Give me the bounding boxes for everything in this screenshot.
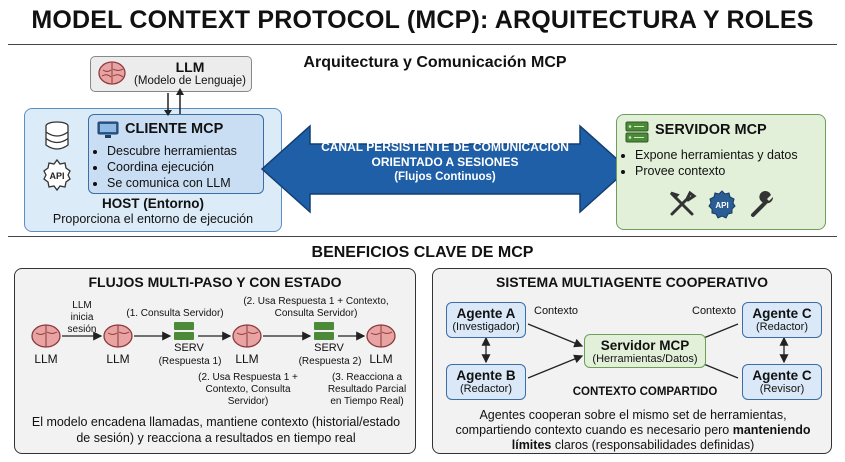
multistep-panel bbox=[14, 268, 416, 454]
llm-subtitle: (Modelo de Lenguaje) bbox=[134, 75, 246, 87]
server-icon-2 bbox=[314, 322, 334, 340]
server-api-label: API bbox=[715, 201, 728, 210]
server-title: SERVIDOR MCP bbox=[655, 122, 767, 138]
agent-c-revisor-role: (Revisor) bbox=[759, 383, 805, 395]
step2-top-note: (2. Usa Respuesta 1 + Contexto, Consulta… bbox=[243, 296, 389, 319]
server-api-gear-icon: API bbox=[708, 190, 736, 219]
llm-label-3: LLM bbox=[235, 352, 259, 366]
client-bullet: Se comunica con LLM bbox=[107, 175, 237, 191]
agent-b-box: Agente B (Redactor) bbox=[446, 364, 526, 400]
context-left-label: Contexto bbox=[534, 305, 579, 317]
agent-a-name: Agente A bbox=[456, 306, 516, 321]
serv-label-2: SERV bbox=[314, 342, 344, 354]
llm-label-4: LLM bbox=[369, 352, 393, 366]
llm-label-2: LLM bbox=[106, 352, 130, 366]
title-divider bbox=[8, 44, 837, 45]
multistep-title: FLUJOS MULTI-PASO Y CON ESTADO bbox=[88, 274, 342, 290]
llm-label-1: LLM bbox=[34, 352, 58, 366]
host-api-label: API bbox=[49, 171, 64, 181]
tools-icon bbox=[669, 190, 697, 216]
agent-b-name: Agente B bbox=[456, 368, 516, 383]
multiagent-title: SISTEMA MULTIAGENTE COOPERATIVO bbox=[496, 274, 768, 290]
step2-bottom-note: (2. Usa Respuesta 1 + Contexto, Consulta… bbox=[198, 372, 298, 407]
llm-title: LLM bbox=[175, 59, 205, 75]
resp2-note: (Respuesta 2) bbox=[298, 356, 362, 367]
server-icon-1 bbox=[174, 322, 194, 340]
resp1-note: (Respuesta 1) bbox=[158, 356, 222, 367]
start-note: LLM inicia sesión bbox=[67, 300, 97, 335]
monitor-icon bbox=[97, 121, 119, 138]
shared-server-role: (Herramientas/Datos) bbox=[592, 353, 698, 365]
multiagent-footer-bold: manteniendo límites bbox=[511, 423, 811, 452]
client-box: CLIENTE MCP Descubre herramientas Coordi… bbox=[88, 114, 264, 194]
client-bullet: Descubre herramientas bbox=[107, 143, 237, 159]
multiagent-footer-b: claros (responsabilidades definidas) bbox=[551, 438, 755, 452]
agent-c-redactor-box: Agente C (Redactor) bbox=[742, 302, 822, 338]
host-subtitle: Proporciona el entorno de ejecución bbox=[52, 212, 254, 226]
brain-icon-1 bbox=[31, 324, 61, 348]
multistep-footer: El modelo encadena llamadas, mantiene co… bbox=[31, 415, 401, 445]
page-title: MODEL CONTEXT PROTOCOL (MCP): ARQUITECTU… bbox=[31, 6, 814, 34]
shared-server-name: Servidor MCP bbox=[600, 338, 690, 353]
multiagent-footer-a: Agentes cooperan sobre el mismo set de h… bbox=[455, 408, 787, 437]
channel-label: CANAL PERSISTENTE DE COMUNICACIÓN ORIENT… bbox=[300, 140, 590, 185]
client-bullets: Descubre herramientas Coordina ejecución… bbox=[91, 143, 237, 191]
step1-note: (1. Consulta Servidor) bbox=[126, 308, 224, 319]
agent-c-redactor-role: (Redactor) bbox=[756, 321, 808, 333]
server-box: SERVIDOR MCP Expone herramientas y datos… bbox=[616, 114, 826, 230]
server-icon bbox=[625, 121, 649, 143]
server-bullet: Provee contexto bbox=[635, 163, 798, 179]
step3-note: (3. Reacciona a Resultado Parcial en Tie… bbox=[327, 372, 407, 407]
section-divider bbox=[8, 236, 837, 237]
multiagent-footer: Agentes cooperan sobre el mismo set de h… bbox=[442, 408, 824, 453]
llm-box: LLM (Modelo de Lenguaje) bbox=[90, 56, 252, 92]
brain-icon bbox=[98, 61, 126, 85]
agent-c-redactor-name: Agente C bbox=[752, 306, 812, 321]
channel-line2: ORIENTADO A SESIONES bbox=[371, 155, 519, 169]
agent-c-revisor-box: Agente C (Revisor) bbox=[742, 364, 822, 400]
host-title: HOST (Entorno) bbox=[102, 196, 204, 211]
shared-server-box: Servidor MCP (Herramientas/Datos) bbox=[584, 334, 706, 368]
channel-line3: (Flujos Continuos) bbox=[394, 171, 496, 183]
arch-heading: Arquitectura y Comunicación MCP bbox=[303, 54, 567, 71]
multistep-flow bbox=[31, 322, 396, 348]
agent-b-role: (Redactor) bbox=[460, 383, 512, 395]
context-right-label: Contexto bbox=[692, 305, 737, 317]
agent-a-role: (Investigador) bbox=[452, 321, 520, 333]
brain-icon-2 bbox=[103, 324, 133, 348]
client-bullet: Coordina ejecución bbox=[107, 159, 237, 175]
agent-c-revisor-name: Agente C bbox=[752, 368, 812, 383]
database-icon bbox=[45, 121, 69, 150]
agent-a-box: Agente A (Investigador) bbox=[446, 302, 526, 338]
client-title: CLIENTE MCP bbox=[125, 121, 224, 137]
llm-client-arrows bbox=[164, 88, 184, 116]
server-bullets: Expone herramientas y datos Provee conte… bbox=[619, 147, 798, 179]
server-bullet: Expone herramientas y datos bbox=[635, 147, 798, 163]
benefits-heading: BENEFICIOS CLAVE DE MCP bbox=[311, 244, 534, 261]
api-gear-icon: API bbox=[43, 158, 71, 192]
channel-line1: CANAL PERSISTENTE DE COMUNICACIÓN bbox=[321, 140, 569, 154]
serv-label-1: SERV bbox=[174, 342, 204, 354]
shared-context-label: CONTEXTO COMPARTIDO bbox=[572, 386, 718, 398]
brain-icon-3 bbox=[232, 324, 262, 348]
brain-icon-4 bbox=[366, 324, 396, 348]
wrench-icon bbox=[751, 191, 774, 217]
